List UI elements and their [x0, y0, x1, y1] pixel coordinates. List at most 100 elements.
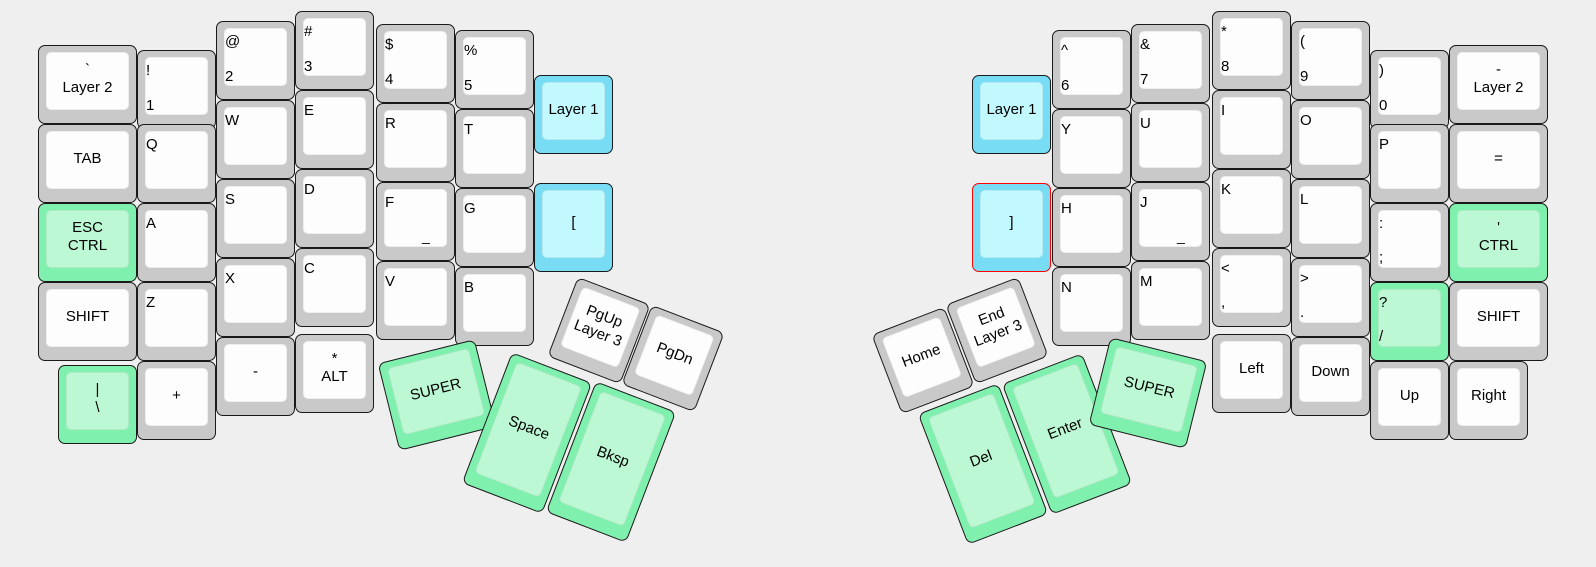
key-l-c4-r3[interactable]: D [295, 169, 374, 248]
keycap-surface [387, 347, 486, 436]
keycap-surface [384, 31, 447, 89]
key-l-c5-r4[interactable]: V [376, 261, 455, 340]
key-l-c3-r2[interactable]: W [216, 100, 295, 179]
key-r-c1-r2[interactable]: ] [972, 183, 1051, 272]
key-l-c2-r1[interactable]: !1 [137, 50, 216, 129]
keycap-surface [1060, 274, 1123, 332]
key-r-c1-r1[interactable]: Layer 1 [972, 75, 1051, 154]
key-l-c1-r1[interactable]: `Layer 2 [38, 45, 137, 124]
keycap-surface [145, 210, 208, 268]
key-l-c4-r1[interactable]: #3 [295, 11, 374, 90]
key-l-c4-r4[interactable]: C [295, 248, 374, 327]
key-r-c4-r5[interactable]: Left [1212, 334, 1291, 413]
key-r-c5-r3[interactable]: L [1291, 179, 1370, 258]
key-l-c1-r5[interactable]: |\ [58, 365, 137, 444]
keycap-surface [384, 189, 447, 247]
key-r-c2-r3[interactable]: H [1052, 188, 1131, 267]
keycap-surface [303, 341, 366, 399]
key-l-c2-r3[interactable]: A [137, 203, 216, 282]
key-l-c2-r5[interactable]: + [137, 361, 216, 440]
key-l-c3-r4[interactable]: X [216, 258, 295, 337]
key-l-c4-r2[interactable]: E [295, 90, 374, 169]
keycap-surface [463, 195, 526, 253]
key-l-t1[interactable]: SUPER [377, 339, 497, 451]
key-r-c4-r4[interactable]: <, [1212, 248, 1291, 327]
keycap-surface [980, 190, 1043, 258]
keycap-surface [881, 316, 963, 399]
keycap-surface [1220, 341, 1283, 399]
key-r-c5-r4[interactable]: >. [1291, 258, 1370, 337]
key-r-c2-r1[interactable]: ^6 [1052, 30, 1131, 109]
key-l-c1-r2[interactable]: TAB [38, 124, 137, 203]
key-l-c6-r3[interactable]: G [455, 188, 534, 267]
key-l-c5-r2[interactable]: R [376, 103, 455, 182]
key-r-c3-r3[interactable]: J_ [1131, 182, 1210, 261]
key-r-c5-r1[interactable]: (9 [1291, 21, 1370, 100]
key-r-c4-r1[interactable]: *8 [1212, 11, 1291, 90]
keycap-surface [1139, 189, 1202, 247]
keycap-surface [463, 116, 526, 174]
keycap-surface [1378, 131, 1441, 189]
key-l-c6-r1[interactable]: %5 [455, 30, 534, 109]
keycap-surface [145, 57, 208, 115]
keycap-surface [1299, 186, 1362, 244]
key-l-c3-r5[interactable]: - [216, 337, 295, 416]
key-r-c5-r5[interactable]: Down [1291, 337, 1370, 416]
keycap-surface [1220, 255, 1283, 313]
key-l-c5-r1[interactable]: $4 [376, 24, 455, 103]
keycap-surface [542, 82, 605, 140]
key-r-c7-r2[interactable]: = [1449, 124, 1548, 203]
key-r-c2-r4[interactable]: N [1052, 267, 1131, 346]
key-r-c3-r1[interactable]: &7 [1131, 24, 1210, 103]
key-r-c6-r3[interactable]: :; [1370, 203, 1449, 282]
key-r-c3-r2[interactable]: U [1131, 103, 1210, 182]
keycap-surface [1457, 368, 1520, 426]
key-l-c2-r4[interactable]: Z [137, 282, 216, 361]
keycap-surface [46, 210, 129, 268]
keycap-surface [145, 368, 208, 426]
keycap-surface [955, 286, 1037, 369]
keycap-surface [224, 28, 287, 86]
keycap-surface [384, 268, 447, 326]
key-l-c7-r2[interactable]: [ [534, 183, 613, 272]
key-l-c2-r2[interactable]: Q [137, 124, 216, 203]
keycap-surface [1378, 57, 1441, 115]
key-r-c7-r1[interactable]: -Layer 2 [1449, 45, 1548, 124]
key-r-c6-r5[interactable]: Up [1370, 361, 1449, 440]
key-l-c5-r3[interactable]: F_ [376, 182, 455, 261]
key-r-c4-r2[interactable]: I [1212, 90, 1291, 169]
keycap-surface [1060, 195, 1123, 253]
keycap-surface [145, 131, 208, 189]
key-r-c4-r3[interactable]: K [1212, 169, 1291, 248]
key-r-c7-r3[interactable]: 'CTRL [1449, 203, 1548, 282]
key-r-c6-r4[interactable]: ?/ [1370, 282, 1449, 361]
key-r-c6-r1[interactable]: )0 [1370, 50, 1449, 129]
key-l-c6-r4[interactable]: B [455, 267, 534, 346]
key-r-c7-r4[interactable]: SHIFT [1449, 282, 1548, 361]
keycap-surface [1139, 268, 1202, 326]
keycap-surface [1378, 210, 1441, 268]
key-l-c7-r1[interactable]: Layer 1 [534, 75, 613, 154]
key-l-c6-r2[interactable]: T [455, 109, 534, 188]
keycap-surface [1299, 28, 1362, 86]
keycap-surface [145, 289, 208, 347]
keycap-surface [1457, 52, 1540, 110]
keycap-surface [1139, 31, 1202, 89]
keycap-surface [559, 286, 641, 369]
keycap-surface [1220, 18, 1283, 76]
key-l-c4-r5[interactable]: *ALT [295, 334, 374, 413]
key-r-c2-r2[interactable]: Y [1052, 109, 1131, 188]
keycap-surface [1220, 97, 1283, 155]
keycap-surface [46, 52, 129, 110]
key-r-c6-r2[interactable]: P [1370, 124, 1449, 203]
key-l-c3-r3[interactable]: S [216, 179, 295, 258]
keycap-surface [224, 265, 287, 323]
keycap-surface [542, 190, 605, 258]
keycap-surface [1220, 176, 1283, 234]
key-r-c7-r5[interactable]: Right [1449, 361, 1528, 440]
key-l-c1-r4[interactable]: SHIFT [38, 282, 137, 361]
key-r-c3-r4[interactable]: M [1131, 261, 1210, 340]
key-r-c5-r2[interactable]: O [1291, 100, 1370, 179]
key-l-c3-r1[interactable]: @2 [216, 21, 295, 100]
